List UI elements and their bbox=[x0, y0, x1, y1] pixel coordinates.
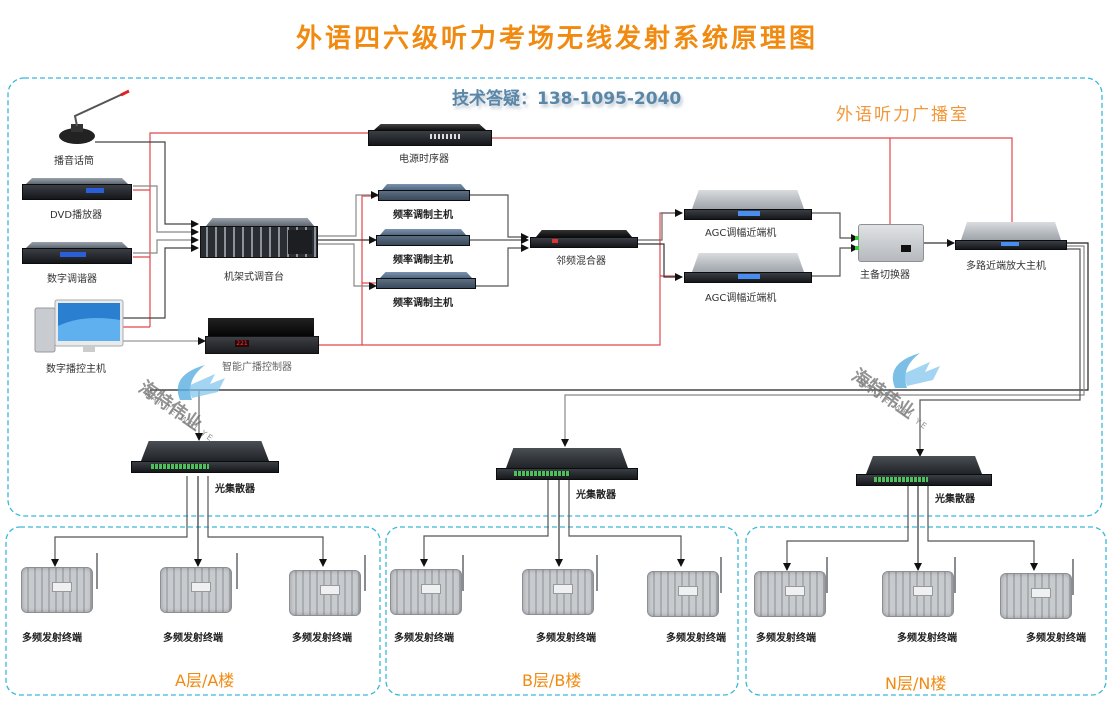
zone-b-box bbox=[385, 526, 739, 696]
amplifier-label: 多路近端放大主机 bbox=[966, 261, 1046, 272]
watermark-logo-2 bbox=[885, 348, 945, 402]
zone-a-label: A层/A楼 bbox=[175, 671, 235, 690]
splitter-label-a: 光集散器 bbox=[215, 484, 255, 495]
agc-label-2: AGC调幅近端机 bbox=[705, 293, 777, 304]
terminal-label: 多频发射终端 bbox=[292, 633, 352, 644]
splitter-label-n: 光集散器 bbox=[935, 494, 975, 505]
amplifier-device bbox=[955, 222, 1067, 250]
mic-label: 播音话筒 bbox=[54, 156, 94, 167]
tuner-device bbox=[22, 242, 132, 264]
switcher-label: 主备切换器 bbox=[860, 270, 910, 281]
dvd-label: DVD播放器 bbox=[50, 210, 103, 221]
terminal-a-2 bbox=[160, 567, 232, 613]
terminal-b-1 bbox=[390, 569, 462, 615]
terminal-label: 多频发射终端 bbox=[897, 633, 957, 644]
antenna-icon bbox=[720, 557, 722, 593]
microphone-device bbox=[55, 88, 135, 148]
dvd-player-device bbox=[22, 178, 132, 200]
watermark-logo-1 bbox=[170, 360, 230, 414]
antenna-icon bbox=[462, 555, 464, 591]
switcher-device bbox=[855, 224, 924, 262]
pc-device bbox=[33, 296, 128, 356]
antenna-icon bbox=[364, 555, 366, 591]
broadcast-room-label: 外语听力广播室 bbox=[836, 105, 969, 125]
diagram-title: 外语四六级听力考场无线发射系统原理图 bbox=[295, 24, 818, 54]
terminal-label: 多频发射终端 bbox=[22, 633, 82, 644]
agc-device-2 bbox=[684, 253, 812, 283]
microphone-icon bbox=[59, 89, 130, 144]
fm-modulator-label-2: 频率调制主机 bbox=[393, 255, 453, 266]
fm-modulator-device-3 bbox=[376, 272, 476, 289]
mixer-label: 机架式调音台 bbox=[224, 272, 284, 283]
sequencer-label: 电源时序器 bbox=[399, 154, 449, 165]
antenna-icon bbox=[1072, 559, 1074, 595]
terminal-label: 多频发射终端 bbox=[394, 633, 454, 644]
mixer-device bbox=[200, 218, 318, 260]
antenna-icon bbox=[954, 557, 956, 593]
terminal-label: 多频发射终端 bbox=[536, 633, 596, 644]
terminal-n-2 bbox=[882, 571, 954, 617]
zone-a-box bbox=[5, 526, 381, 696]
terminal-b-3 bbox=[647, 571, 719, 617]
splitter-device-n bbox=[856, 456, 992, 486]
haite-logo-icon bbox=[177, 365, 225, 400]
fm-modulator-label-1: 频率调制主机 bbox=[393, 210, 453, 221]
broadcast-controller-device: 221 bbox=[205, 318, 319, 354]
controller-label: 智能广播控制器 bbox=[222, 362, 292, 373]
broadcast-room-zone bbox=[7, 77, 1103, 517]
terminal-n-3 bbox=[1000, 573, 1072, 619]
combiner-device bbox=[530, 230, 638, 248]
splitter-device-b bbox=[496, 448, 638, 480]
haite-logo-icon bbox=[892, 353, 940, 388]
splitter-device-a bbox=[131, 441, 279, 473]
fm-modulator-device-2 bbox=[376, 229, 470, 246]
combiner-label: 邻频混合器 bbox=[556, 256, 606, 267]
agc-label-1: AGC调幅近端机 bbox=[705, 228, 777, 239]
zone-n-label: N层/N楼 bbox=[885, 674, 947, 693]
fm-modulator-device-1 bbox=[378, 184, 470, 201]
computer-icon bbox=[34, 299, 124, 353]
zone-n-box bbox=[745, 526, 1107, 696]
terminal-label: 多频发射终端 bbox=[756, 633, 816, 644]
terminal-label: 多频发射终端 bbox=[1026, 633, 1086, 644]
fm-modulator-label-3: 频率调制主机 bbox=[393, 298, 453, 309]
support-hotline: 技术答疑：138-1095-2040 bbox=[452, 89, 682, 109]
agc-device-1 bbox=[684, 190, 812, 220]
terminal-b-2 bbox=[522, 569, 594, 615]
antenna-icon bbox=[96, 553, 98, 589]
signal-wires bbox=[51, 141, 1089, 571]
tuner-label: 数字调谐器 bbox=[47, 274, 97, 285]
terminal-label: 多频发射终端 bbox=[666, 633, 726, 644]
terminal-a-1 bbox=[21, 567, 93, 613]
terminal-n-1 bbox=[754, 571, 826, 617]
antenna-icon bbox=[826, 557, 828, 593]
pc-label: 数字播控主机 bbox=[46, 364, 106, 375]
terminal-a-3 bbox=[289, 570, 361, 616]
terminal-label: 多频发射终端 bbox=[163, 633, 223, 644]
power-sequencer-device bbox=[368, 124, 492, 146]
zone-b-label: B层/B楼 bbox=[522, 671, 582, 690]
splitter-label-b: 光集散器 bbox=[576, 490, 616, 501]
antenna-icon bbox=[236, 553, 238, 589]
antenna-icon bbox=[596, 555, 598, 591]
